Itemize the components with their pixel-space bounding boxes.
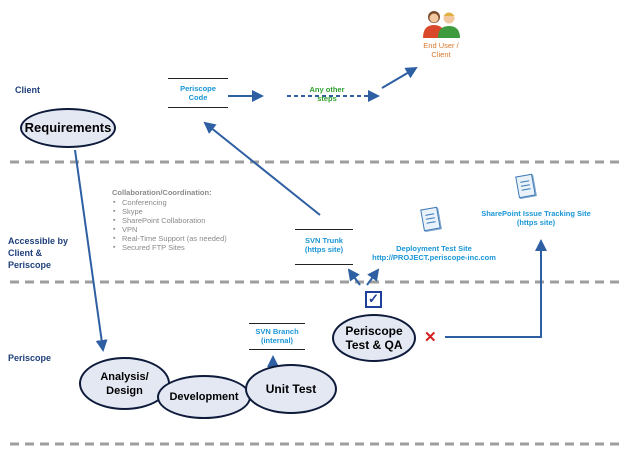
collaboration-item: VPN bbox=[113, 225, 262, 234]
arrow-to-end-user bbox=[381, 66, 418, 89]
store-bottom-line bbox=[249, 349, 305, 350]
arrow-requirements-to-analysis bbox=[74, 149, 108, 352]
store-bottom-line bbox=[295, 264, 353, 265]
webpage-icon-line bbox=[520, 180, 530, 183]
unit-test-node: Unit Test bbox=[245, 364, 337, 414]
arrow-trunk-to-code bbox=[203, 121, 321, 216]
checkmark-icon: ✓ bbox=[365, 291, 382, 308]
arrow-qa-to-deployment bbox=[366, 268, 380, 286]
lane-label-periscope: Periscope bbox=[8, 353, 52, 363]
users-icon bbox=[423, 11, 460, 38]
collaboration-item: Skype bbox=[113, 207, 262, 216]
collaboration-block: Collaboration/Coordination: Conferencing… bbox=[112, 188, 262, 252]
webpage-icon-line bbox=[521, 188, 531, 191]
webpage-icon-line bbox=[426, 221, 436, 224]
cross-icon: ✕ bbox=[424, 329, 437, 346]
analysis-design-node: Analysis/ Design bbox=[79, 357, 170, 410]
webpage-icon bbox=[420, 206, 441, 232]
deployment-site-label: Deployment Test Site http://PROJECT.peri… bbox=[372, 244, 496, 262]
sharepoint-site-label: SharePoint Issue Tracking Site (https si… bbox=[481, 209, 591, 227]
store-top-line bbox=[295, 229, 353, 230]
collaboration-item: Conferencing bbox=[113, 198, 262, 207]
store-svn-trunk: SVN Trunk (https site) bbox=[295, 229, 353, 265]
collaboration-list: Conferencing Skype SharePoint Collaborat… bbox=[112, 198, 262, 252]
requirements-node: Requirements bbox=[20, 108, 116, 148]
collaboration-item: SharePoint Collaboration bbox=[113, 216, 262, 225]
store-label: SVN Trunk (https site) bbox=[304, 236, 344, 254]
end-user-label: End User / Client bbox=[423, 41, 459, 59]
store-periscope-code: Periscope Code bbox=[168, 78, 228, 108]
collaboration-item: Real-Time Support (as needed) bbox=[113, 234, 262, 243]
webpage-icon bbox=[515, 173, 536, 199]
webpage-icon-line bbox=[425, 213, 435, 216]
webpage-icon-line bbox=[520, 184, 530, 187]
store-bottom-line bbox=[168, 107, 228, 108]
collaboration-item: Secured FTP Sites bbox=[113, 243, 262, 252]
store-label: Periscope Code bbox=[180, 84, 216, 102]
test-qa-node: Periscope Test & QA bbox=[332, 314, 416, 362]
lane-label-client: Client bbox=[15, 85, 41, 95]
collaboration-title: Collaboration/Coordination: bbox=[112, 188, 212, 197]
store-label: SVN Branch (internal) bbox=[255, 327, 299, 345]
webpage-icon-line bbox=[425, 217, 435, 220]
development-node: Development bbox=[157, 375, 251, 419]
arrow-qa-to-sharepoint bbox=[445, 239, 547, 338]
any-other-steps-label: Any other steps bbox=[309, 85, 345, 103]
store-top-line bbox=[249, 323, 305, 324]
store-top-line bbox=[168, 78, 228, 79]
store-svn-branch: SVN Branch (internal) bbox=[249, 323, 305, 350]
arrow-qa-to-trunk bbox=[347, 268, 361, 286]
lane-label-shared: Accessible by Client & Periscope bbox=[8, 236, 69, 270]
